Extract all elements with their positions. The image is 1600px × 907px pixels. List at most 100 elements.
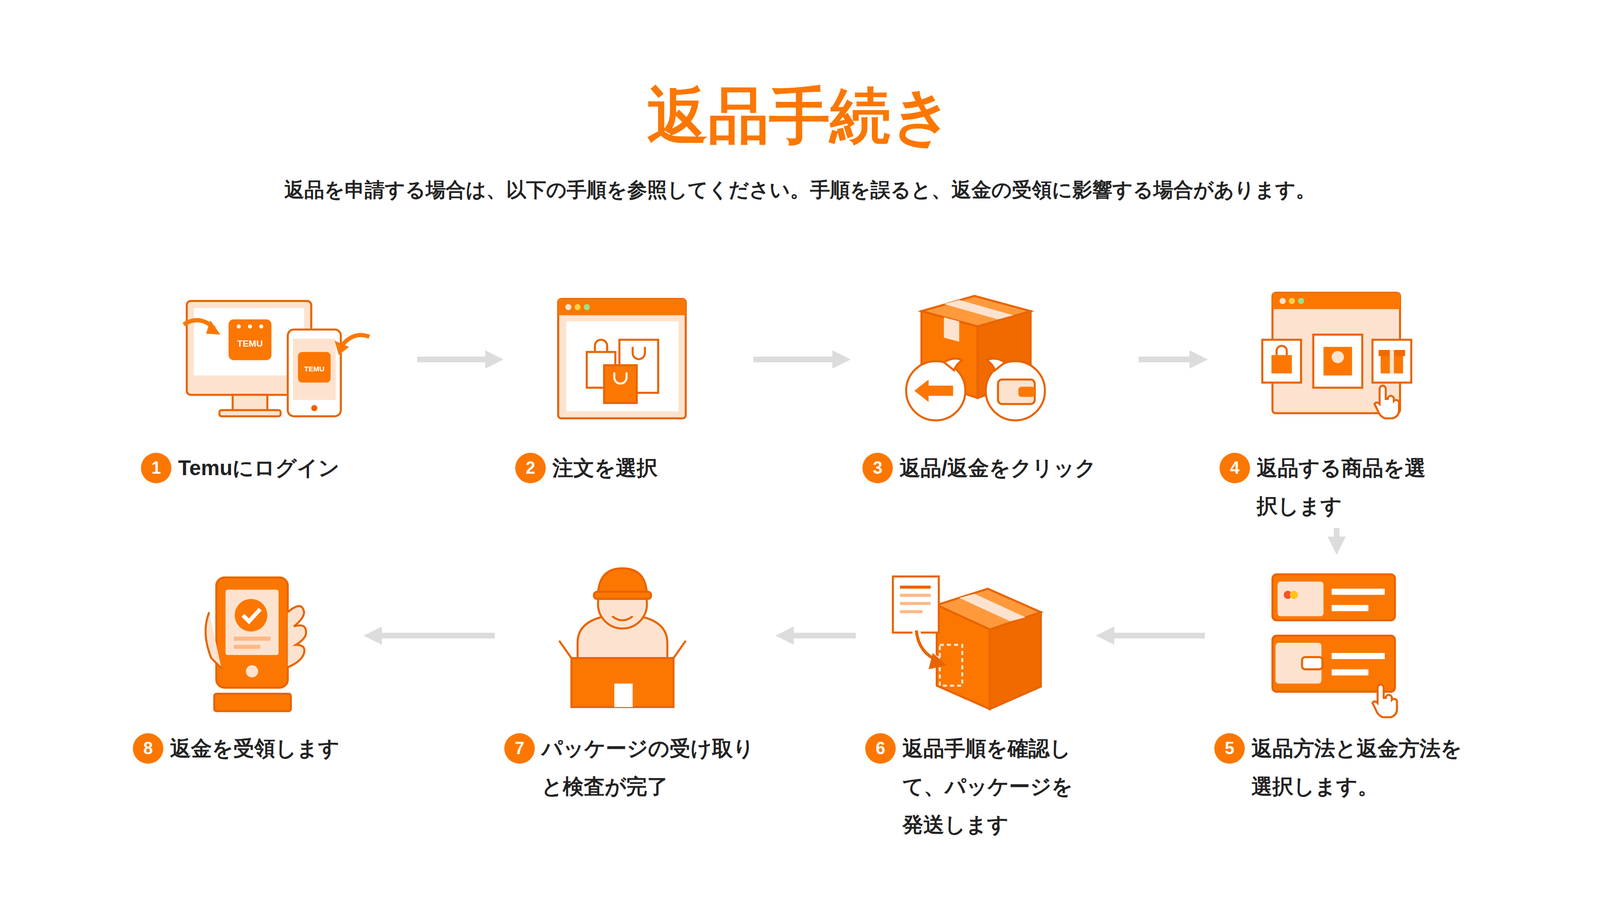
step-row: 5返品方法と返金方法を 選択します。 xyxy=(1214,729,1474,806)
step-row: 7パッケージの受け取り と検査が完了 xyxy=(504,729,764,806)
callout-number: 7 xyxy=(504,733,535,764)
icon-part xyxy=(1323,347,1352,376)
icon-part xyxy=(1272,635,1395,692)
flow-arrow xyxy=(1103,632,1205,639)
icon-part xyxy=(1290,590,1299,600)
icon-part xyxy=(614,372,627,384)
icon-part xyxy=(1331,588,1385,595)
flow-arrow xyxy=(1138,356,1201,363)
icon-part xyxy=(594,340,608,353)
icon-part xyxy=(900,601,931,605)
icon-part xyxy=(632,347,646,360)
icon-part xyxy=(577,614,668,659)
step-row: 1Temuにログイン xyxy=(140,449,408,488)
icon-part xyxy=(1276,345,1287,355)
icon-part xyxy=(943,358,963,371)
icon-part xyxy=(906,361,966,421)
icon-part xyxy=(183,292,1412,718)
icon-part xyxy=(959,593,1026,622)
flow-arrow xyxy=(417,356,497,363)
icon-part xyxy=(340,335,370,348)
icon-part xyxy=(900,585,931,589)
icon-part xyxy=(1262,340,1301,383)
icon-part xyxy=(1372,340,1411,383)
icon-part xyxy=(225,590,279,656)
icon-part xyxy=(205,612,222,669)
step-label: 返品手順を確認し て、パッケージを 発送します xyxy=(902,729,1085,844)
step-label: 返品する商品を選 択します xyxy=(1256,449,1439,526)
icon-part xyxy=(1288,298,1295,305)
icon-part xyxy=(998,379,1035,404)
icon-part xyxy=(900,593,931,597)
icon-part xyxy=(287,606,307,668)
icon-part xyxy=(234,599,268,632)
icon-part xyxy=(242,609,260,622)
step-node: 7パッケージの受け取り と検査が完了 xyxy=(504,561,764,806)
icon-part xyxy=(236,324,241,329)
select-item-icon xyxy=(1262,292,1412,419)
icon-part xyxy=(1313,334,1363,388)
icon-part xyxy=(1331,350,1344,364)
step-label: 返金を受領します xyxy=(170,729,352,768)
icon-part xyxy=(233,636,271,641)
step-row: 8返金を受領します xyxy=(132,729,352,768)
icon-part xyxy=(936,605,990,710)
callout-number: 5 xyxy=(1214,733,1245,764)
flow-arrow xyxy=(370,632,495,639)
icon-part xyxy=(614,683,633,708)
logo-text: TEMU xyxy=(223,338,277,350)
icon-part xyxy=(219,410,281,417)
icon-part xyxy=(1298,298,1305,305)
step-row: 4返品する商品を選 択します xyxy=(1219,449,1439,526)
callout-number: 4 xyxy=(1219,452,1250,484)
method-icon xyxy=(1272,574,1397,718)
icon-part xyxy=(233,644,261,650)
icon-part xyxy=(245,665,259,678)
icon-part xyxy=(574,304,581,311)
page-title: 返品手続き xyxy=(0,80,1600,152)
icon-part xyxy=(1390,350,1395,374)
step-label: 返品/返金をクリック xyxy=(899,449,1130,488)
callout-number: 6 xyxy=(865,733,896,764)
icon-part xyxy=(990,612,1041,710)
order-icon xyxy=(558,299,686,419)
icon-part xyxy=(1279,298,1286,305)
icon-part xyxy=(259,324,264,329)
step-row: 2注文を選択 xyxy=(515,449,744,488)
icon-part xyxy=(248,324,253,329)
step-label: 注文を選択 xyxy=(552,449,744,488)
icon-part xyxy=(1372,684,1397,718)
icon-part xyxy=(558,299,686,419)
step-row: 6返品手順を確認し て、パッケージを 発送します xyxy=(865,729,1085,844)
step-node: 1Temuにログイン xyxy=(140,285,408,488)
icon-part xyxy=(1374,385,1399,419)
callout-number: 2 xyxy=(515,452,546,484)
icon-part xyxy=(558,299,686,316)
step-node: 2注文を選択 xyxy=(515,285,744,488)
step-node: 5返品方法と返金方法を 選択します。 xyxy=(1214,561,1474,806)
icon-part xyxy=(206,320,221,335)
icon-part xyxy=(1331,605,1369,612)
inspect-icon xyxy=(559,568,686,708)
icon-part xyxy=(1272,292,1400,310)
icon-part xyxy=(565,304,572,311)
icon-part xyxy=(583,304,590,311)
icon-part xyxy=(287,329,341,417)
icon-part xyxy=(900,610,923,613)
icon-part xyxy=(924,385,953,396)
login-icon xyxy=(183,300,370,417)
icon-part xyxy=(566,321,679,412)
icon-part xyxy=(214,693,291,711)
icon-part xyxy=(1301,657,1323,670)
step-row: 3返品/返金をクリック xyxy=(862,449,1130,488)
icon-part xyxy=(943,300,1014,320)
return-click-icon xyxy=(906,295,1045,420)
icon-part xyxy=(232,394,268,411)
icon-part xyxy=(604,365,638,403)
icon-part xyxy=(1331,669,1369,676)
icon-part xyxy=(1331,652,1385,660)
step-label: 返品方法と返金方法を 選択します。 xyxy=(1251,729,1474,806)
flow-arrow xyxy=(1333,528,1340,548)
step-node: 6返品手順を確認し て、パッケージを 発送します xyxy=(865,561,1085,844)
